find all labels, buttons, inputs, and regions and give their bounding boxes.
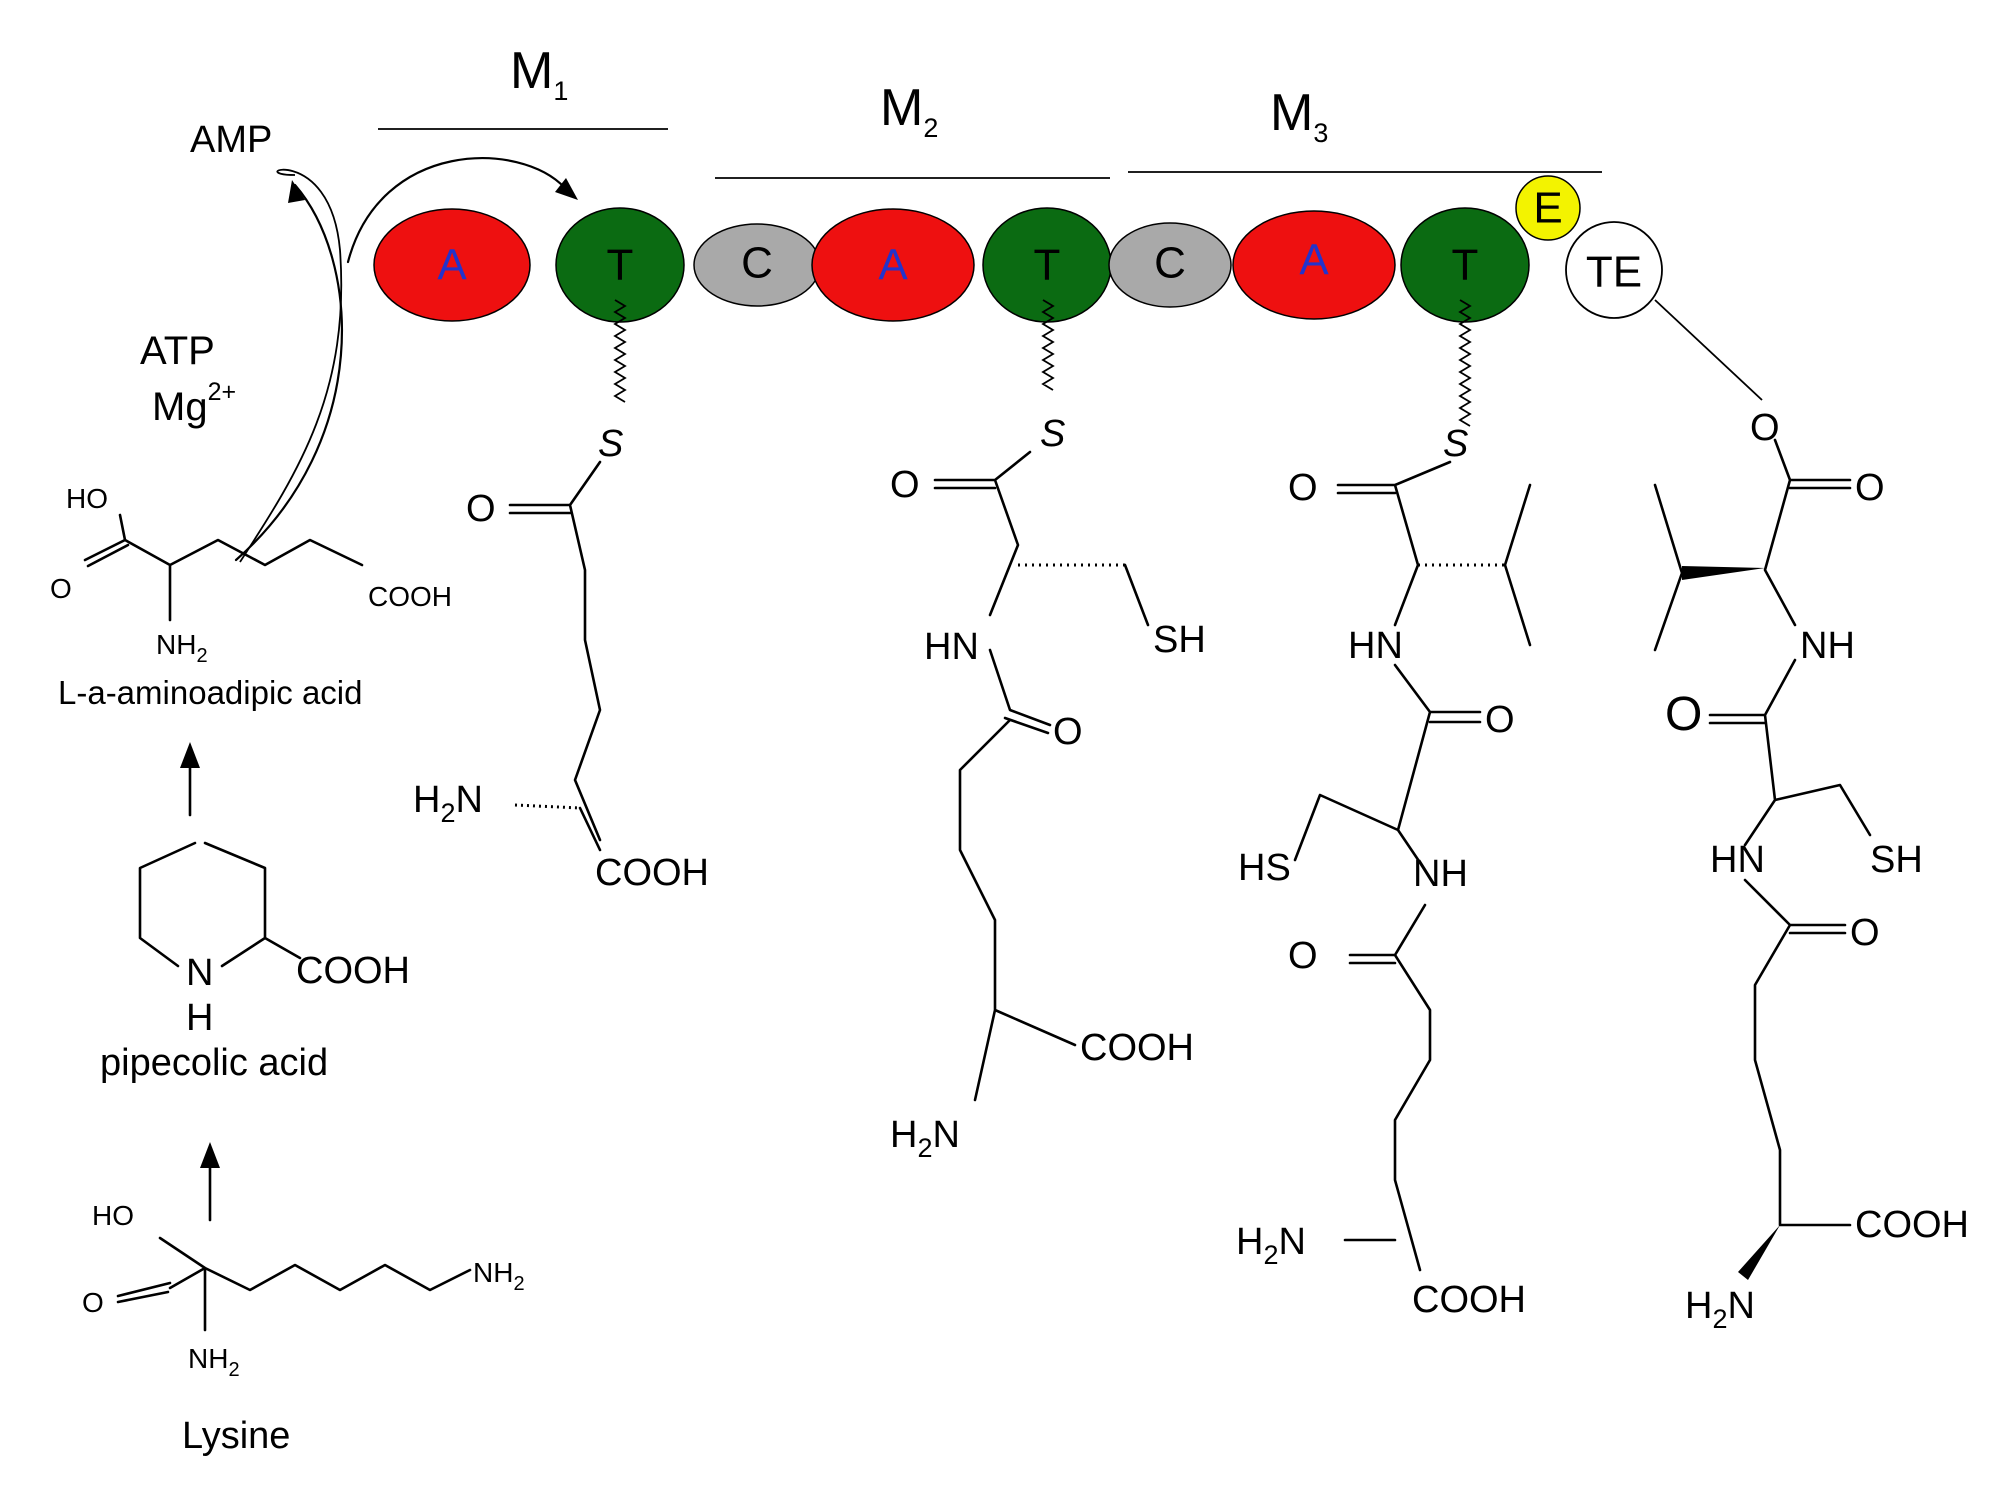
aminoadipic-cooh: COOH <box>368 581 452 612</box>
amp-arrowhead <box>288 180 305 203</box>
m2-hn: HN <box>924 626 979 668</box>
lysine-label: Lysine <box>182 1415 290 1457</box>
arrow-pipecolic-to-aminoadipic <box>180 742 200 768</box>
m2-cooh: COOH <box>1080 1027 1194 1069</box>
lysine-nh2-bottom: NH2 <box>188 1343 240 1381</box>
m3-tripeptide-structure <box>1293 460 1532 1272</box>
m2-sulfur: S <box>1040 413 1065 455</box>
m1-aminoadipyl-structure <box>508 460 602 852</box>
te-ester-o: O <box>1750 407 1780 449</box>
domain-label-a2: A <box>878 241 908 290</box>
adenylation-domain-m2 <box>811 208 975 322</box>
module-2-label: M2 <box>880 79 938 143</box>
domain-label-a1: A <box>437 241 467 290</box>
domain-label-te: TE <box>1586 248 1642 297</box>
m2-dipeptide-structure <box>933 450 1150 1102</box>
m3-cooh: COOH <box>1412 1279 1526 1321</box>
m2-h2n: H2N <box>890 1114 960 1163</box>
aminoadipic-nh2: NH2 <box>156 629 208 667</box>
lysine-ho: HO <box>92 1200 134 1231</box>
pipecolic-label: pipecolic acid <box>100 1042 328 1084</box>
m3-hn: HN <box>1348 625 1403 667</box>
module-1-label: M1 <box>510 42 568 106</box>
domain-label-c2: C <box>741 239 773 288</box>
mg-label: Mg2+ <box>152 378 236 429</box>
te-cooh: COOH <box>1855 1204 1969 1246</box>
amp-label: AMP <box>190 119 272 161</box>
te-hn: HN <box>1710 839 1765 881</box>
adenylation-domain-m3 <box>1232 210 1396 320</box>
adenylation-domain-m1 <box>373 208 531 322</box>
te-carbonyl-o: O <box>1855 467 1885 509</box>
domain-label-e: E <box>1533 184 1562 233</box>
lysine-structure <box>116 1236 472 1332</box>
pipecolic-n: N <box>186 952 213 994</box>
lysine-o: O <box>82 1287 104 1318</box>
thioesterase-domain <box>1565 221 1663 319</box>
arm-m3 <box>1458 299 1472 427</box>
te-nh: NH <box>1800 625 1855 667</box>
arrow-lysine-to-pipecolic <box>200 1142 220 1168</box>
pantetheine-arms <box>613 299 1763 427</box>
condensation-domain-m3 <box>1108 222 1232 308</box>
m1-carbonyl-o: O <box>466 488 496 530</box>
m1-h2n: H2N <box>413 779 483 828</box>
te-amide-o: O <box>1665 688 1702 741</box>
domain-label-t3: T <box>1452 241 1479 290</box>
m2-carbonyl-o: O <box>890 464 920 506</box>
lysine-nh2-right: NH2 <box>473 1257 525 1295</box>
domain-label-c3: C <box>1154 239 1186 288</box>
m3-amide2-o: O <box>1288 935 1318 977</box>
m1-cooh: COOH <box>595 852 709 894</box>
arm-m2 <box>1041 299 1055 391</box>
aminoadipic-ho: HO <box>66 483 108 514</box>
m3-amide-o: O <box>1485 699 1515 741</box>
aminoadipic-acid-structure <box>83 513 364 622</box>
module-labels: M1 M2 M3 <box>378 42 1602 179</box>
te-amide2-o: O <box>1850 912 1880 954</box>
domain-label-t2: T <box>1034 241 1061 290</box>
t1-arrowhead <box>555 178 578 200</box>
m2-amide-o: O <box>1053 711 1083 753</box>
pipecolic-acid-structure <box>138 841 302 968</box>
pathway-arrows <box>180 742 220 1222</box>
arm-m1 <box>613 299 627 403</box>
m3-sulfur: S <box>1443 423 1468 465</box>
m3-hs: HS <box>1238 847 1291 889</box>
module-3-label: M3 <box>1270 84 1328 148</box>
aminoadipic-o: O <box>50 573 72 604</box>
epimerase-domain <box>1515 175 1581 241</box>
pipecolic-cooh: COOH <box>296 950 410 992</box>
te-ester-link <box>1654 299 1763 401</box>
pipecolic-h: H <box>186 997 213 1039</box>
te-h2n: H2N <box>1685 1285 1755 1334</box>
m3-carbonyl-o: O <box>1288 467 1318 509</box>
te-tripeptide-structure <box>1653 438 1872 1280</box>
domain-label-a3: A <box>1299 236 1329 285</box>
te-sh: SH <box>1870 839 1923 881</box>
domain-label-t1: T <box>607 241 634 290</box>
m1-sulfur: S <box>598 423 623 465</box>
activation-arrows <box>234 157 578 563</box>
m3-h2n: H2N <box>1236 1221 1306 1270</box>
atp-label: ATP <box>140 329 215 373</box>
m3-nh: NH <box>1413 853 1468 895</box>
m2-sh: SH <box>1153 619 1206 661</box>
aminoadipic-label: L-a-aminoadipic acid <box>58 674 363 711</box>
